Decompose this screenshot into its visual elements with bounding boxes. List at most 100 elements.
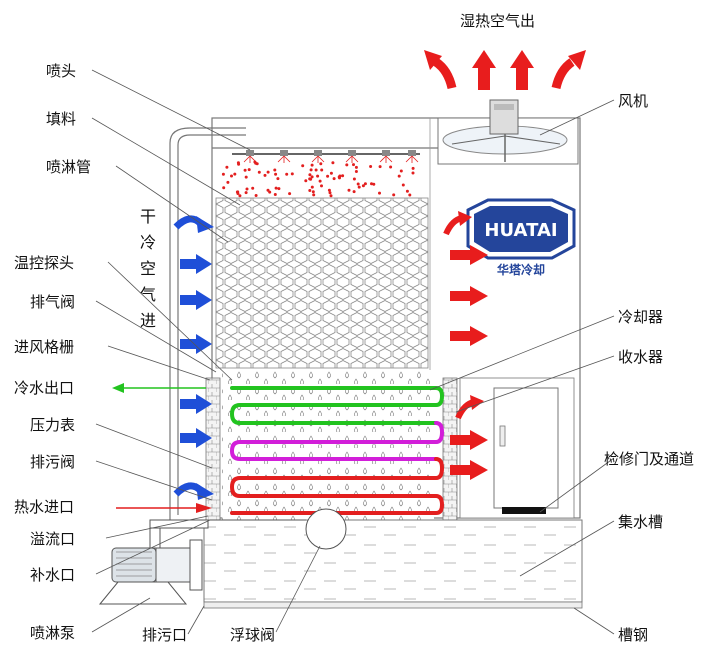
droplet bbox=[263, 173, 267, 177]
air-inlet-arrow bbox=[180, 254, 212, 274]
label-cold-water-outlet: 冷水出口 bbox=[14, 379, 74, 397]
air-inlet-arrow bbox=[180, 428, 212, 448]
droplet bbox=[320, 184, 323, 188]
exhaust-arrow bbox=[472, 50, 496, 90]
droplet bbox=[276, 177, 280, 181]
droplet bbox=[309, 168, 313, 172]
droplet bbox=[354, 165, 358, 169]
label-cooler: 冷却器 bbox=[618, 308, 663, 326]
droplet bbox=[226, 180, 230, 184]
droplet bbox=[310, 163, 314, 167]
label-overflow: 溢流口 bbox=[30, 530, 75, 548]
droplet bbox=[290, 172, 294, 176]
droplet bbox=[225, 165, 229, 169]
air-outlet-arrow bbox=[450, 286, 488, 306]
label-access-door: 检修门及通道 bbox=[604, 450, 694, 468]
nozzle-spray bbox=[311, 155, 325, 163]
droplet bbox=[316, 174, 320, 178]
nozzle-spray bbox=[277, 155, 291, 163]
droplet bbox=[277, 187, 281, 191]
air-inlet-arrow-shaft bbox=[173, 215, 203, 230]
droplet bbox=[251, 186, 255, 190]
label-pressure-gauge: 压力表 bbox=[30, 416, 75, 434]
droplet bbox=[354, 170, 358, 173]
droplet bbox=[397, 174, 401, 178]
label-dry-air-in-1: 冷 bbox=[140, 233, 156, 252]
cold-water-outlet-arrow bbox=[112, 383, 206, 393]
brand-logo: HUATAI 华塔冷却 bbox=[466, 198, 576, 277]
droplet bbox=[378, 191, 381, 195]
labels: 湿热空气出 喷头 填料 喷淋管 温控探头 排气阀 进风格栅 冷水出口 压力表 排… bbox=[14, 12, 694, 644]
droplet bbox=[411, 166, 415, 170]
droplet bbox=[318, 179, 322, 183]
nozzle bbox=[382, 150, 390, 156]
float-ball bbox=[305, 508, 347, 550]
label-inlet-grille: 进风格栅 bbox=[14, 338, 74, 356]
collecting-basin bbox=[203, 508, 583, 609]
label-spray-pipe: 喷淋管 bbox=[46, 158, 91, 176]
spray-pump bbox=[98, 519, 209, 605]
droplet bbox=[273, 193, 277, 196]
cooler-coil bbox=[230, 386, 444, 515]
droplet bbox=[352, 190, 356, 194]
droplet bbox=[247, 168, 251, 172]
air-inlet-arrows bbox=[173, 215, 214, 500]
label-spray-pump: 喷淋泵 bbox=[30, 624, 75, 642]
droplet bbox=[352, 177, 356, 181]
fill-media bbox=[215, 197, 429, 369]
droplet bbox=[356, 182, 360, 186]
droplet bbox=[347, 188, 351, 192]
coil-green bbox=[230, 386, 444, 425]
droplet bbox=[372, 182, 376, 186]
droplet bbox=[245, 187, 249, 191]
air-outlet-arrow bbox=[450, 430, 488, 450]
air-inlet-arrow-shaft bbox=[173, 482, 203, 497]
nozzle bbox=[408, 150, 416, 156]
air-inlet-arrow bbox=[180, 290, 212, 310]
droplet bbox=[274, 186, 278, 190]
droplet bbox=[320, 168, 324, 172]
droplet bbox=[314, 168, 318, 172]
droplet bbox=[308, 177, 312, 181]
droplet bbox=[369, 165, 373, 168]
droplet bbox=[237, 162, 241, 166]
coil-magenta bbox=[230, 421, 444, 461]
droplet bbox=[341, 174, 345, 178]
droplet bbox=[304, 179, 308, 183]
droplet bbox=[238, 194, 242, 198]
nozzle bbox=[246, 150, 254, 156]
air-outlet-arrows bbox=[443, 211, 488, 480]
access-door bbox=[493, 387, 559, 509]
droplet bbox=[328, 191, 332, 195]
air-outlet-curve-head bbox=[470, 395, 484, 410]
droplet bbox=[401, 183, 405, 187]
droplet bbox=[361, 184, 365, 188]
droplet bbox=[273, 168, 277, 172]
droplet bbox=[288, 192, 292, 196]
label-drain-outlet: 排污口 bbox=[142, 626, 187, 644]
leader-lines bbox=[91, 69, 615, 635]
label-dry-air-in-0: 干 bbox=[140, 207, 156, 226]
air-inlet-arrow bbox=[180, 394, 212, 414]
droplet bbox=[405, 189, 409, 193]
coil-red bbox=[230, 457, 444, 515]
droplet bbox=[345, 163, 349, 167]
droplet bbox=[235, 190, 239, 194]
label-dry-air-in-2: 空 bbox=[140, 259, 156, 278]
droplet bbox=[308, 173, 312, 177]
label-temp-probe: 温控探头 bbox=[14, 254, 74, 272]
air-outlet-arrow bbox=[450, 245, 488, 265]
label-makeup-water: 补水口 bbox=[30, 566, 75, 584]
air-outlet-arrow bbox=[450, 460, 488, 480]
droplet bbox=[312, 193, 316, 197]
nozzle bbox=[314, 150, 322, 156]
droplet bbox=[332, 177, 336, 181]
droplet bbox=[230, 174, 233, 178]
droplet bbox=[399, 169, 403, 173]
droplet bbox=[352, 163, 355, 167]
air-outlet-curve-head bbox=[458, 211, 472, 226]
spray-droplets bbox=[221, 160, 415, 198]
label-basin: 集水槽 bbox=[618, 513, 663, 531]
droplet bbox=[254, 194, 258, 197]
